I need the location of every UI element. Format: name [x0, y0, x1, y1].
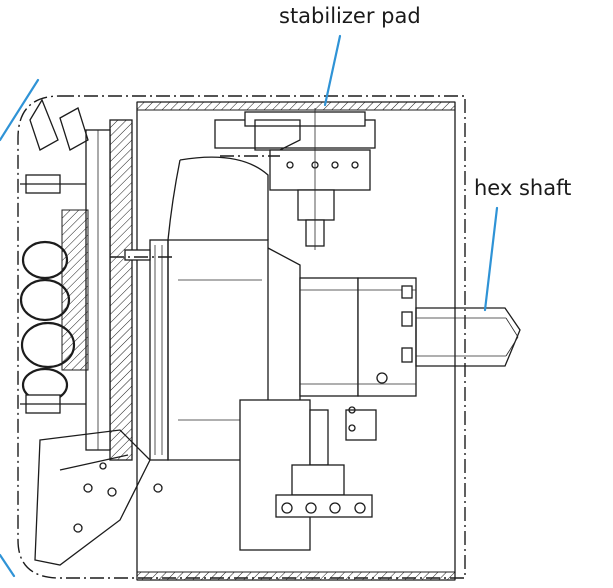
bottom-mechanism	[239, 399, 377, 551]
stabilizer-pad-leader	[323, 34, 342, 107]
hex-shaft	[415, 307, 521, 367]
stabilizer-pad-label: stabilizer pad	[279, 4, 421, 28]
stabilizer-pad-assembly	[214, 108, 376, 250]
top-left-leader	[0, 78, 40, 142]
callout-leaders	[0, 34, 499, 578]
bottom-left-leader	[0, 553, 16, 578]
hex-shaft-label: hex shaft	[474, 176, 572, 200]
mounting-plate	[61, 119, 133, 461]
gearbox-housing	[299, 277, 417, 397]
hex-shaft-leader	[483, 206, 499, 312]
housing-frame	[136, 101, 456, 581]
gripper-assembly	[19, 98, 163, 566]
flange	[110, 239, 175, 461]
boundary-outline	[17, 95, 466, 579]
